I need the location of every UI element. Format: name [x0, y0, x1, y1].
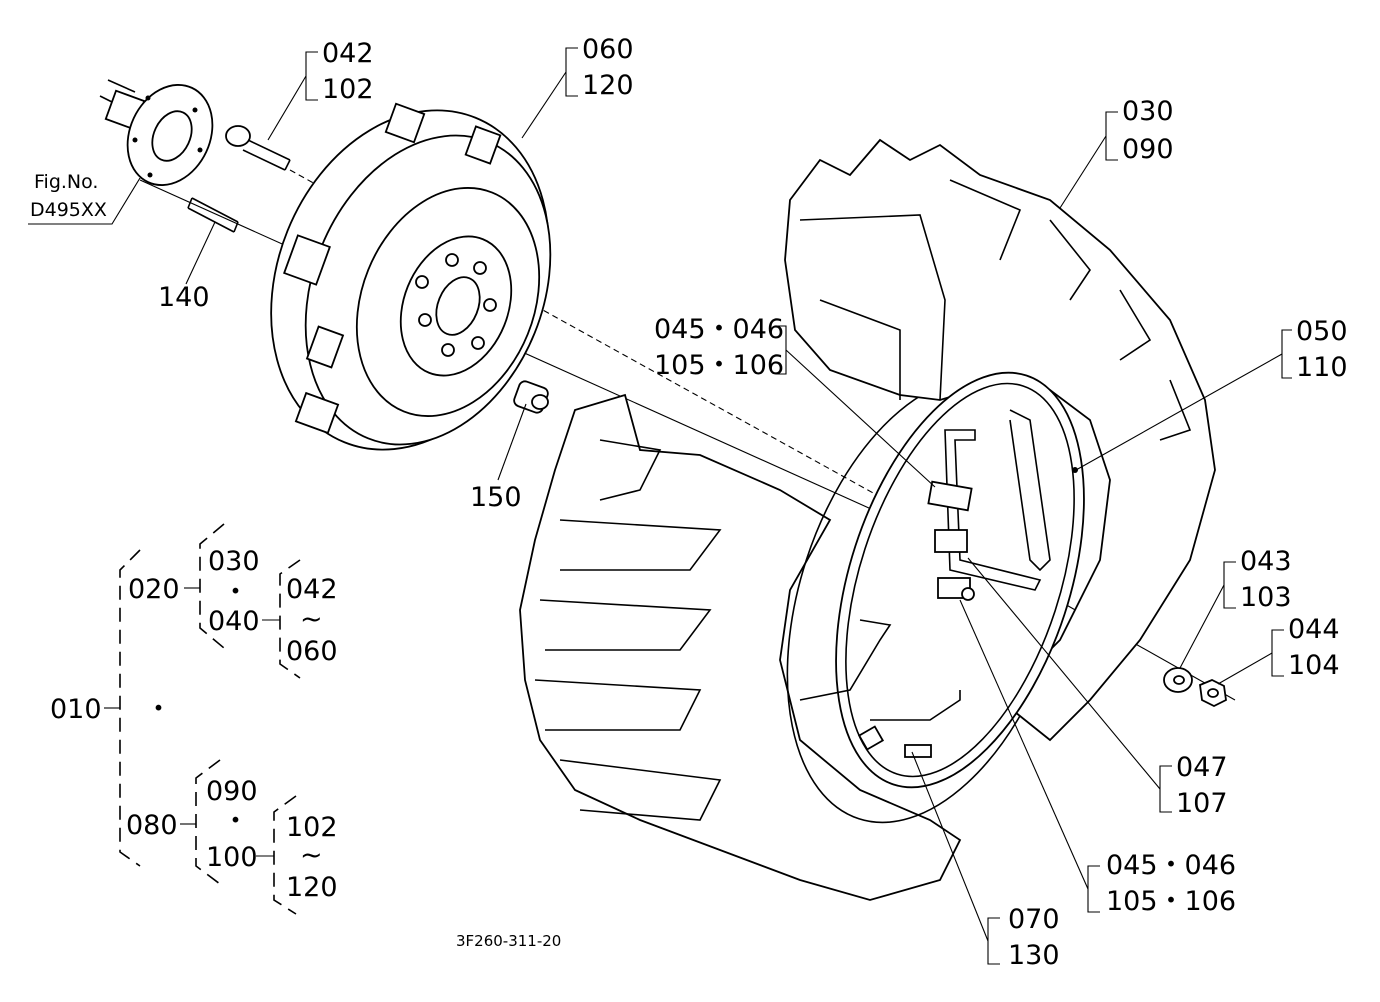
callout-150: 150	[470, 482, 522, 513]
callout-102: 102	[322, 74, 374, 105]
callout-044-104: 044 104	[1288, 614, 1340, 681]
tree-lower-item-2: 100	[206, 842, 258, 873]
callout-104: 104	[1288, 650, 1340, 681]
drawing-number: 3F260-311-20	[456, 932, 561, 950]
tree-lower-item-sep: ・	[222, 806, 249, 837]
tree-upper-sub-tilde: ~	[300, 604, 323, 635]
callout-047-107: 047 107	[1176, 752, 1228, 819]
callout-070: 070	[1008, 904, 1060, 935]
tree-root-code: 010	[50, 694, 102, 725]
callout-030: 030	[1122, 96, 1174, 127]
tree-upper-item-2: 040	[208, 606, 260, 637]
callout-047: 047	[1176, 752, 1228, 783]
assembly-tree: 010 ・ 020 030 ・ 040 042 ~ 060 080 090 ・ …	[50, 523, 338, 915]
tree-upper-sub-end: 060	[286, 636, 338, 667]
callout-leaders	[185, 47, 1292, 965]
callout-060-120: 060 120	[582, 34, 634, 101]
fig-no-value: D495XX	[30, 199, 107, 221]
callout-140: 140	[158, 282, 210, 313]
callout-120: 120	[582, 70, 634, 101]
wheel-nut	[513, 380, 549, 414]
rim-clamp-brackets	[857, 480, 975, 758]
tree-lower-sub-start: 102	[286, 812, 338, 843]
washer	[1163, 667, 1193, 693]
axle-hub-flange	[99, 79, 214, 186]
callout-044: 044	[1288, 614, 1340, 645]
callout-107: 107	[1176, 788, 1228, 819]
tree-lower-sub-end: 120	[286, 872, 338, 903]
hub-bolt	[225, 125, 291, 171]
tree-root-separator: ・	[145, 694, 172, 725]
callout-103: 103	[1240, 582, 1292, 613]
callout-090: 090	[1122, 134, 1174, 165]
fig-no-label: Fig.No.	[34, 171, 98, 193]
figure-reference: Fig.No. D495XX	[28, 171, 141, 225]
callout-045-046-upper-line2: 105・106	[654, 350, 784, 381]
callout-043: 043	[1240, 546, 1292, 577]
callout-045-046-lower-line2: 105・106	[1106, 886, 1236, 917]
tree-upper-group-code: 020	[128, 574, 180, 605]
hex-nut	[1199, 679, 1227, 708]
callout-042-102: 042 102	[322, 38, 374, 105]
callout-060: 060	[582, 34, 634, 65]
callout-030-090: 030 090	[1122, 96, 1174, 165]
tree-lower-item-1: 090	[206, 776, 258, 807]
callout-045-046-upper-line1: 045・046	[654, 314, 784, 345]
tree-upper-sub-start: 042	[286, 574, 338, 605]
tree-upper-item-sep: ・	[222, 577, 249, 608]
callout-130: 130	[1008, 940, 1060, 971]
callout-045-046-lower-line1: 045・046	[1106, 850, 1236, 881]
callout-045-046-upper: 045・046 105・106	[654, 314, 784, 381]
callout-050: 050	[1296, 316, 1348, 347]
tractor-tire-cutaway	[784, 138, 1216, 742]
wheel-disc	[270, 102, 552, 451]
callout-070-130: 070 130	[1008, 904, 1060, 971]
tree-lower-sub-tilde: ~	[300, 840, 323, 871]
callout-045-046-lower: 045・046 105・106	[1106, 850, 1236, 917]
callout-110: 110	[1296, 352, 1348, 383]
tree-upper-item-1: 030	[208, 546, 260, 577]
callout-050-110: 050 110	[1296, 316, 1348, 383]
tree-lower-group-code: 080	[126, 810, 178, 841]
callout-043-103: 043 103	[1240, 546, 1292, 613]
callout-042: 042	[322, 38, 374, 69]
